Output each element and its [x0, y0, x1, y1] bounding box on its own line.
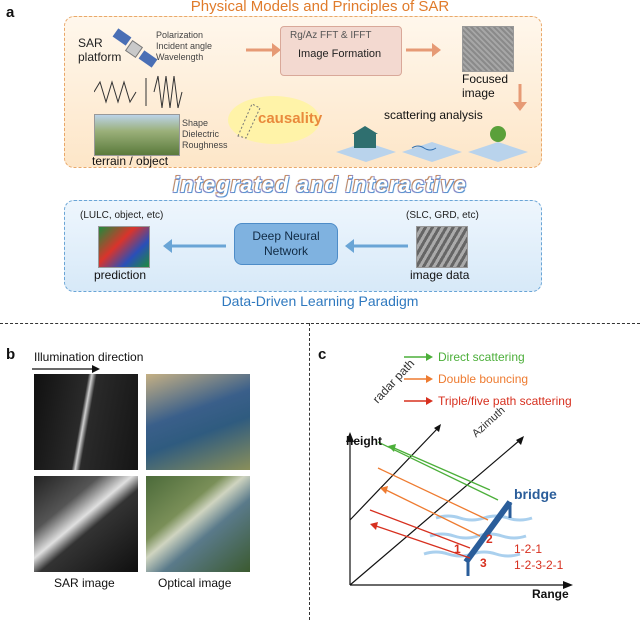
causality-label: causality	[258, 110, 323, 127]
legend-triple-arrow	[404, 397, 433, 405]
triple-ray-return	[375, 525, 471, 559]
horizontal-divider	[0, 323, 640, 324]
illumination-direction-label: Illumination direction	[34, 350, 144, 364]
integrated-interactive-banner: integrated and interactive	[173, 172, 467, 197]
wave-signals-icon	[94, 75, 183, 109]
legend-triple-label: Triple/five path scattering	[438, 394, 572, 408]
prediction-label: prediction	[94, 268, 147, 282]
panel-letter-c: c	[318, 346, 327, 363]
illumination-arrow-icon	[32, 365, 100, 373]
path-label-long: 1-2-3-2-1	[514, 558, 564, 572]
optical-image-top	[146, 374, 250, 470]
arrow-right-icon	[246, 43, 281, 57]
legend-double-arrow	[404, 375, 433, 383]
param-polarization: Polarization	[156, 30, 204, 40]
fft-label: Rg/Az FFT & IFFT	[290, 30, 372, 41]
sar-image-top	[34, 374, 138, 470]
scattering-scenes-icon	[336, 126, 528, 162]
image-formation-box	[280, 26, 402, 76]
direct-ray	[377, 441, 499, 501]
range-axis-label: Range	[532, 587, 569, 601]
point-label-3: 3	[480, 556, 487, 570]
terrain-label: terrain / object	[92, 154, 169, 168]
bridge-label: bridge	[514, 486, 557, 502]
radar-path-line	[349, 427, 439, 521]
double-ray-return	[385, 489, 481, 537]
arrow-left-icon	[345, 239, 408, 253]
param-dielectric: Dielectric	[182, 129, 220, 139]
sar-platform-label: SAR platform	[78, 36, 122, 64]
panel-letter-b: b	[6, 346, 16, 363]
focused-image-label: Focused image	[462, 72, 509, 100]
double-ray	[377, 467, 489, 521]
point-label-2: 2	[486, 532, 493, 546]
image-data-label: image data	[410, 268, 470, 282]
arrow-down-icon	[513, 84, 527, 111]
param-incident-angle: Incident angle	[156, 41, 213, 51]
legend-direct-label: Direct scattering	[438, 350, 525, 364]
param-shape: Shape	[182, 118, 209, 128]
scattering-analysis-label: scattering analysis	[384, 108, 483, 122]
input-types-label: (SLC, GRD, etc)	[406, 210, 479, 221]
triple-ray	[369, 509, 471, 549]
sar-image-caption: SAR image	[54, 576, 115, 590]
physical-models-title: Physical Models and Principles of SAR	[190, 0, 450, 15]
optical-image-caption: Optical image	[158, 576, 232, 590]
image-formation-label: Image Formation	[298, 48, 382, 60]
height-axis-label: height	[346, 434, 382, 448]
data-driven-title: Data-Driven Learning Paradigm	[221, 293, 419, 309]
focused-image	[462, 26, 514, 72]
panel-letter-a: a	[6, 4, 15, 21]
sar-image-bottom	[34, 476, 138, 572]
terrain-image	[94, 114, 180, 156]
arrow-right-icon	[406, 43, 441, 57]
path-label-short: 1-2-1	[514, 542, 543, 556]
output-types-label: (LULC, object, etc)	[80, 210, 164, 221]
causality-highlight	[228, 96, 320, 144]
satellite-icon	[112, 28, 158, 68]
bridge-deck	[463, 500, 513, 564]
param-roughness: Roughness	[182, 140, 228, 150]
point-label-1: 1	[454, 542, 461, 556]
arrow-left-icon	[163, 239, 226, 253]
legend-direct-arrow	[404, 353, 433, 361]
legend-double-label: Double bouncing	[438, 372, 529, 386]
optical-image-bottom	[146, 476, 250, 572]
sar-input-image	[416, 226, 468, 268]
deep-neural-network-box: Deep Neural Network	[234, 223, 338, 265]
vertical-divider	[309, 323, 310, 620]
azimuth-axis	[349, 439, 521, 586]
bridge-scattering-diagram	[346, 424, 573, 589]
prediction-map-image	[98, 226, 150, 268]
param-wavelength: Wavelength	[156, 52, 204, 62]
direct-ray-return	[393, 447, 491, 491]
